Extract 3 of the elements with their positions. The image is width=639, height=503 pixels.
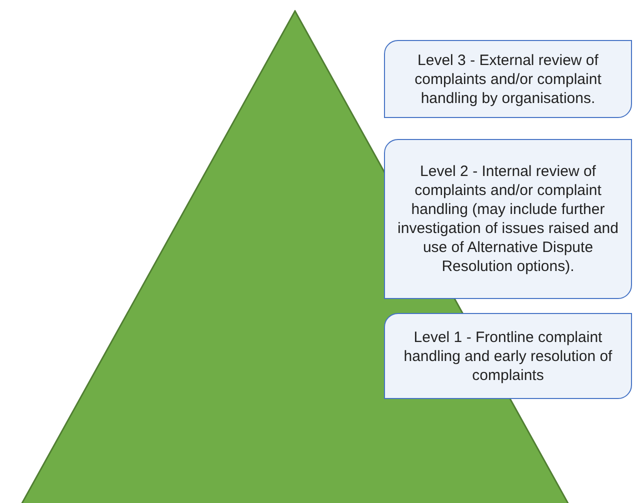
level-box: Level 2 - Internal review of complaints and/or complaint handling (may include further investigation of issues raised and use of Alternative Dispute Resolution options). <box>384 139 632 299</box>
level-box: Level 1 - Frontline complaint handling and early resolution of complaints <box>384 313 632 399</box>
level-box: Level 3 - External review of complaints and/or complaint handling by organisations. <box>384 40 632 118</box>
